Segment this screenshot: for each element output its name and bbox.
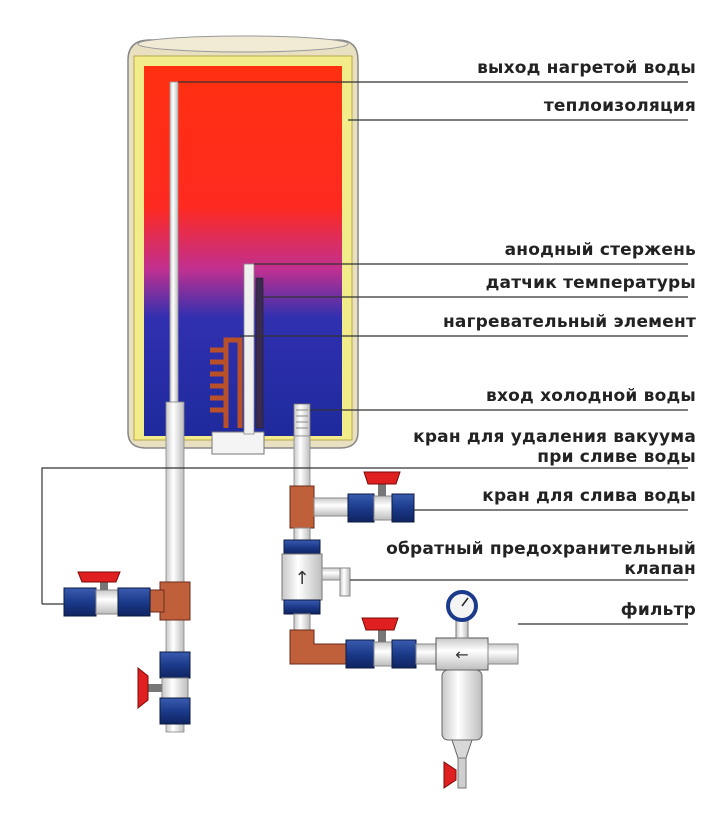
label-vacuum-valve-line2: при сливе воды (537, 447, 696, 467)
label-drain-valve: кран для слива воды (482, 486, 696, 506)
label-anode: анодный стержень (504, 240, 696, 260)
label-filter: фильтр (620, 600, 696, 620)
label-temp-sensor: датчик температуры (485, 273, 696, 293)
label-insulation: теплоизоляция (543, 96, 696, 116)
temp-sensor (255, 277, 264, 429)
drain-tee (289, 485, 315, 529)
drain-valve-graphic (347, 471, 415, 523)
tank (127, 35, 359, 455)
supply-valve-graphic (345, 617, 417, 669)
hot-pipe-assembly (63, 401, 191, 733)
anode-rod (243, 263, 255, 435)
tank-flange (211, 431, 265, 455)
lower-left-valve (137, 651, 191, 725)
label-hot-outlet: выход нагретой воды (477, 58, 696, 78)
svg-text:←: ← (455, 645, 468, 664)
cold-elbow (289, 629, 347, 665)
left-valve (63, 571, 151, 617)
filter-graphic: ← (415, 590, 519, 789)
label-heating-element: нагревательный элемент (442, 312, 696, 332)
tank-top (137, 35, 349, 53)
cold-inlet-stub (293, 403, 311, 437)
label-check-valve-line2: клапан (624, 559, 696, 579)
leader-lines (41, 81, 688, 625)
label-check-valve-line1: обратный предохранительный (386, 539, 696, 559)
leader-vacuum-valve (41, 467, 688, 604)
label-vacuum-valve-line1: кран для удаления вакуума (413, 427, 696, 447)
check-valve-graphic: ↑ (281, 539, 351, 615)
cold-pipe-assembly: ↑ ← (281, 435, 519, 789)
svg-text:↑: ↑ (294, 568, 309, 589)
heating-element (210, 337, 243, 428)
label-cold-inlet: вход холодной воды (486, 386, 696, 406)
hot-outlet-tube (169, 81, 179, 403)
